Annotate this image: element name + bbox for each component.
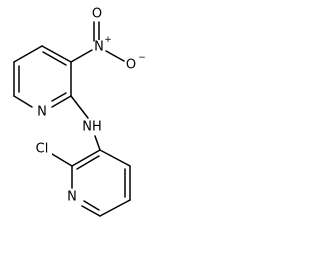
structure-diagram: N + O O − N NH Cl N	[13, 7, 146, 217]
svg-text:Cl: Cl	[36, 142, 49, 157]
chlorine-label: Cl	[32, 141, 52, 157]
amine-nh-label: NH	[81, 119, 103, 135]
nitro-oxygen-right-label: O −	[124, 53, 146, 73]
bond	[41, 45, 72, 63]
svg-text:O: O	[126, 58, 136, 73]
bond	[42, 51, 67, 66]
bond	[105, 50, 125, 62]
bond	[71, 149, 101, 167]
svg-text:O: O	[92, 7, 102, 22]
svg-text:N: N	[37, 105, 47, 120]
bond	[70, 49, 93, 63]
bond	[51, 95, 72, 108]
bond	[76, 155, 100, 170]
bond	[94, 135, 101, 151]
atom-labels: N + O O − N NH Cl N	[32, 7, 146, 205]
bond	[99, 199, 131, 217]
svg-text:NH: NH	[82, 120, 102, 135]
bond	[13, 95, 33, 108]
bond	[13, 45, 43, 63]
nitro-nitrogen-label: N +	[92, 35, 112, 55]
svg-text:N: N	[67, 190, 77, 205]
nitro-oxygen-top-label: O	[90, 7, 104, 22]
bond	[51, 92, 67, 102]
svg-text:−: −	[138, 53, 146, 63]
bonds	[13, 21, 131, 217]
bond	[81, 205, 101, 217]
pyridine-nitrogen-bottom-label: N	[65, 190, 79, 205]
bond	[51, 153, 73, 167]
bond	[70, 95, 89, 119]
bond	[83, 200, 100, 211]
svg-text:N: N	[94, 40, 104, 55]
bond	[99, 149, 131, 167]
svg-text:+: +	[104, 35, 112, 45]
pyridine-nitrogen-top-label: N	[35, 105, 49, 120]
